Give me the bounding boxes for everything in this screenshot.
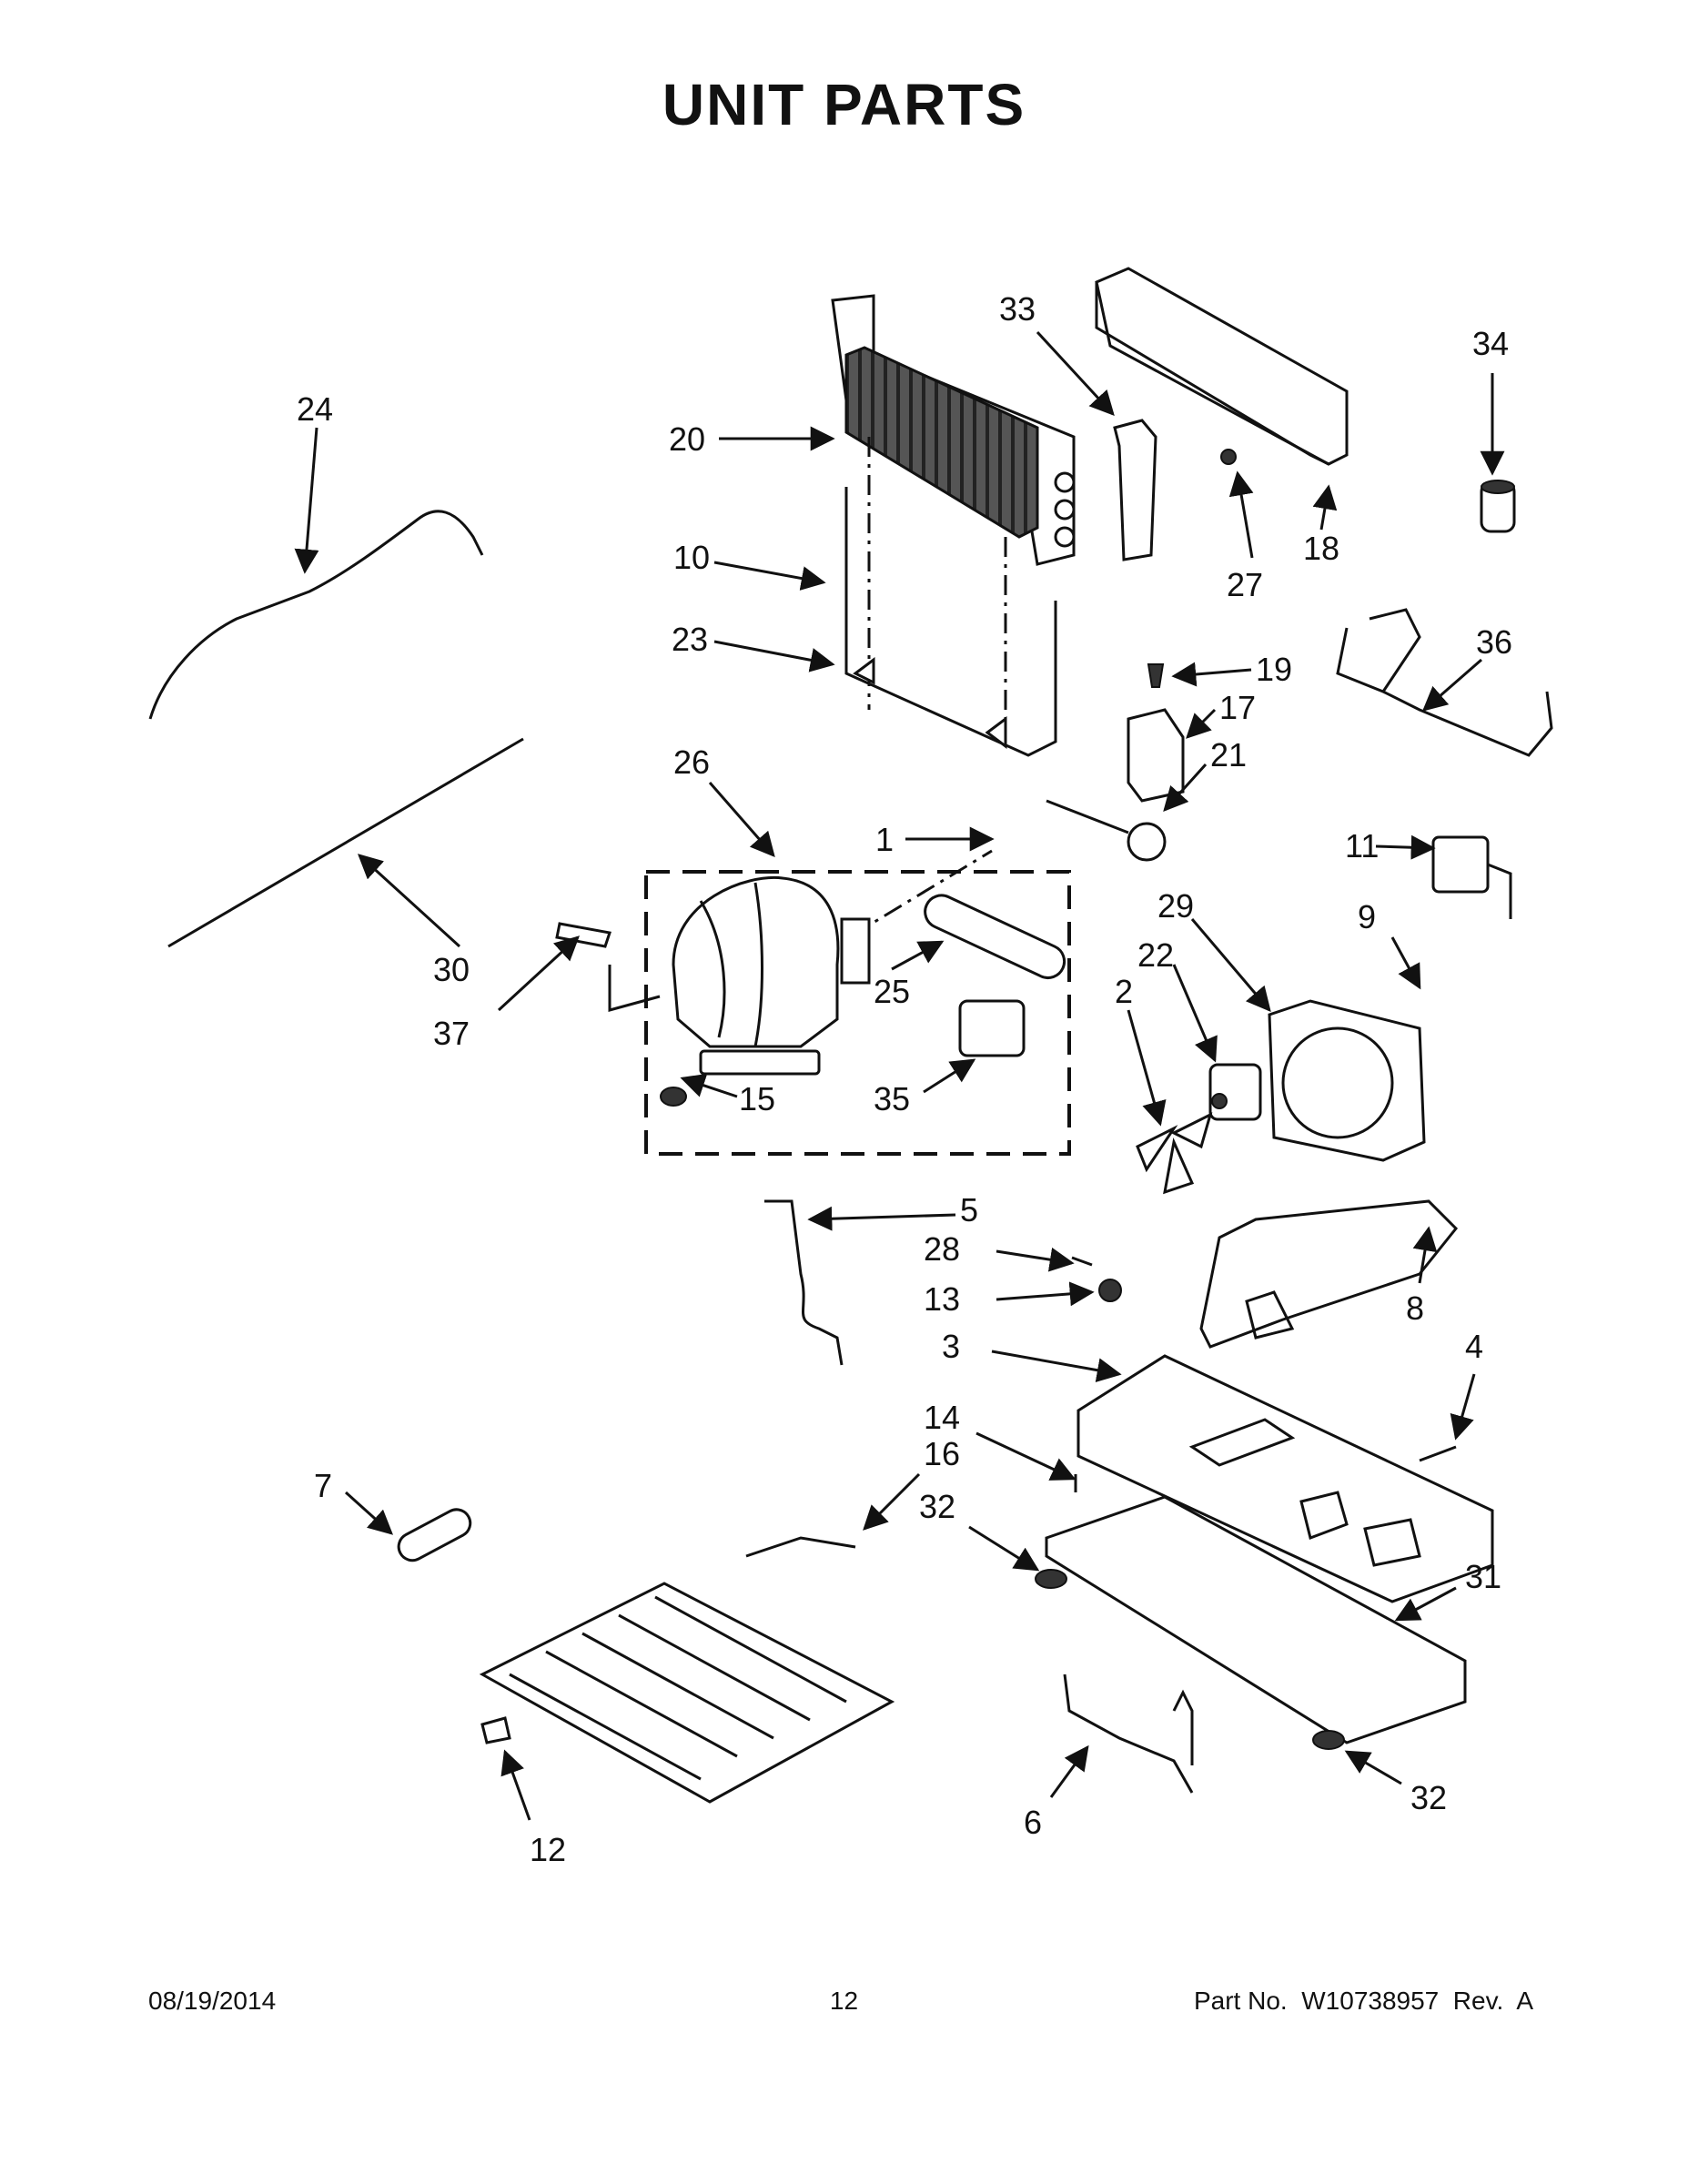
callout-30: 30 — [433, 951, 470, 988]
callout-16: 16 — [924, 1435, 960, 1472]
fan-motor-part — [1208, 1063, 1262, 1121]
callout-1: 1 — [875, 821, 894, 858]
callout-17: 17 — [1219, 689, 1256, 726]
callout-24: 24 — [297, 390, 333, 428]
coil-clip-part — [480, 1716, 511, 1744]
insulation-part — [1045, 1495, 1467, 1744]
callout-5: 5 — [960, 1191, 978, 1228]
tube-7-part — [397, 1508, 472, 1562]
condenser-frame-part — [844, 487, 1057, 757]
callout-32-lower: 32 — [1410, 1779, 1447, 1816]
grommet-part — [660, 1087, 687, 1107]
grommet-small-part — [1098, 1279, 1122, 1302]
callout-28: 28 — [924, 1230, 960, 1268]
callout-7: 7 — [314, 1467, 332, 1504]
compressor-group-box — [644, 870, 1071, 1156]
wire-part — [167, 737, 524, 948]
drain-tube-part — [764, 1199, 844, 1366]
page-title: UNIT PARTS — [662, 72, 1026, 137]
base-pan-part — [1076, 1354, 1494, 1603]
fan-blade-part — [1136, 1112, 1213, 1195]
callout-19: 19 — [1256, 651, 1292, 688]
footer-part-number: Part No. W10738957 Rev. A — [1193, 1987, 1533, 2015]
callout-18: 18 — [1303, 530, 1339, 567]
drier-tubing-part — [1336, 608, 1553, 757]
callout-27: 27 — [1227, 566, 1263, 603]
footer-page-number: 12 — [829, 1987, 859, 2015]
callout-33: 33 — [999, 290, 1036, 328]
screw-4-part — [1419, 1445, 1457, 1462]
screw-part — [1071, 1256, 1093, 1267]
bracket-part — [555, 922, 661, 1012]
cabinet-duct-part — [1095, 267, 1349, 561]
callout-31: 31 — [1465, 1558, 1501, 1595]
accumulator-part — [924, 894, 1066, 980]
callout-9: 9 — [1358, 898, 1376, 935]
callout-12: 12 — [530, 1831, 566, 1868]
overload-part — [958, 999, 1026, 1057]
transformer-part — [1431, 835, 1512, 919]
callout-29: 29 — [1157, 887, 1194, 925]
callout-2: 2 — [1115, 973, 1133, 1010]
callout-37: 37 — [433, 1015, 470, 1052]
thermostat-part — [1063, 1673, 1194, 1794]
condenser-part — [831, 294, 1076, 566]
relay-assembly-part — [1046, 663, 1185, 862]
callout-26: 26 — [673, 743, 710, 781]
condenser-fan-shroud-part — [1268, 999, 1426, 1162]
drain-pan-part — [1199, 1199, 1459, 1349]
callout-3: 3 — [942, 1328, 960, 1365]
callout-13: 13 — [924, 1280, 960, 1318]
foot-part-left — [1035, 1569, 1067, 1589]
callout-25: 25 — [874, 973, 910, 1010]
callout-21: 21 — [1210, 736, 1247, 774]
compressor-part — [672, 875, 871, 1076]
callout-34: 36 — [1476, 623, 1512, 661]
callout-4: 4 — [1465, 1328, 1483, 1365]
capacitor-part — [1480, 480, 1516, 533]
foot-part-right — [1312, 1730, 1345, 1750]
callout-32-upper: 32 — [919, 1488, 955, 1525]
wire-harness-part — [148, 510, 484, 720]
callout-35: 34 — [1472, 325, 1509, 362]
evaporator-coil-part — [479, 1536, 895, 1804]
callout-20: 20 — [669, 420, 705, 458]
callout-23: 23 — [672, 621, 708, 658]
callout-15: 15 — [739, 1080, 775, 1117]
callout-22: 22 — [1137, 936, 1174, 974]
compressor-link-line — [818, 849, 993, 957]
callout-11: 11 — [1345, 827, 1379, 864]
callout-36: 35 — [874, 1080, 910, 1117]
callout-8: 8 — [1406, 1289, 1424, 1327]
callout-6: 6 — [1024, 1804, 1042, 1841]
callout-10: 10 — [673, 539, 710, 576]
footer-date: 08/19/2014 — [148, 1987, 277, 2015]
callout-14: 14 — [924, 1399, 960, 1436]
